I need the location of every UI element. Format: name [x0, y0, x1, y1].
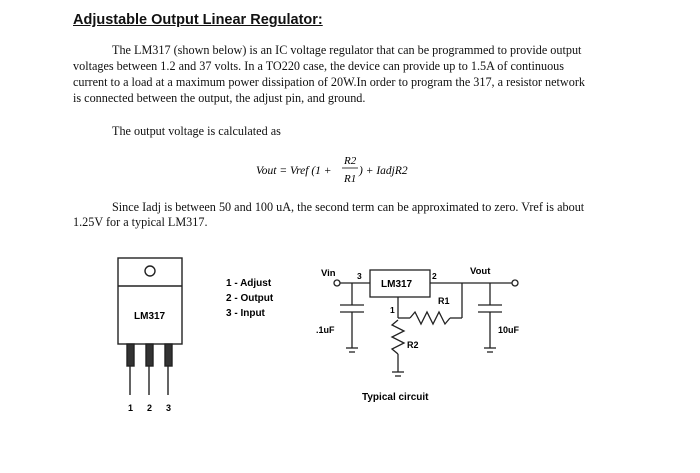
pin-2 — [145, 343, 154, 367]
r2-resistor — [390, 319, 406, 355]
vin-terminal — [333, 279, 341, 287]
cout-label: 10uF — [498, 325, 520, 335]
cin-label: .1uF — [316, 325, 335, 335]
r1-resistor — [409, 310, 451, 326]
pin-1 — [126, 343, 135, 367]
package-body — [117, 257, 183, 345]
vout-label: Vout — [470, 266, 491, 277]
mounting-hole-icon — [144, 265, 156, 277]
formula-graphic: Vout = Vref (1 + R2 R1 ) + IadjR2 — [256, 155, 408, 185]
formula-denominator: R1 — [343, 173, 356, 185]
pin-legend-3: 3 - Input — [226, 308, 266, 319]
intro-paragraph: The LM317 (shown below) is an IC voltage… — [73, 43, 585, 105]
pin-number-3: 3 — [166, 403, 171, 413]
section-heading: Adjustable Output Linear Regulator: — [73, 12, 323, 28]
pin-number-2: 2 — [147, 403, 152, 413]
to220-package — [117, 257, 183, 395]
pin-legend-1: 1 - Adjust — [226, 278, 272, 289]
pin-3 — [164, 343, 173, 367]
calc-paragraph: The output voltage is calculated as — [112, 124, 281, 138]
circuit-caption: Typical circuit — [362, 392, 429, 403]
vout-terminal — [511, 279, 519, 287]
r1-label: R1 — [438, 296, 450, 306]
pin-out-number: 2 — [432, 271, 437, 281]
r2-label: R2 — [407, 340, 419, 350]
typical-circuit — [333, 269, 519, 377]
formula-rhs: ) + IadjR2 — [358, 165, 408, 177]
approximation-paragraph: Since Iadj is between 50 and 100 uA, the… — [73, 200, 585, 229]
ic-label: LM317 — [381, 279, 413, 290]
vin-label: Vin — [321, 268, 336, 279]
pin-number-1: 1 — [128, 403, 133, 413]
formula-lhs: Vout = Vref (1 + — [256, 165, 332, 177]
pin-adj-number: 1 — [390, 305, 395, 315]
vout-formula: Vout = Vref (1 + R2 R1 ) + IadjR2 — [256, 152, 426, 191]
pin-in-number: 3 — [357, 271, 362, 281]
pin-legend-2: 2 - Output — [226, 293, 274, 304]
formula-numerator: R2 — [343, 155, 357, 167]
package-label: LM317 — [134, 311, 166, 322]
